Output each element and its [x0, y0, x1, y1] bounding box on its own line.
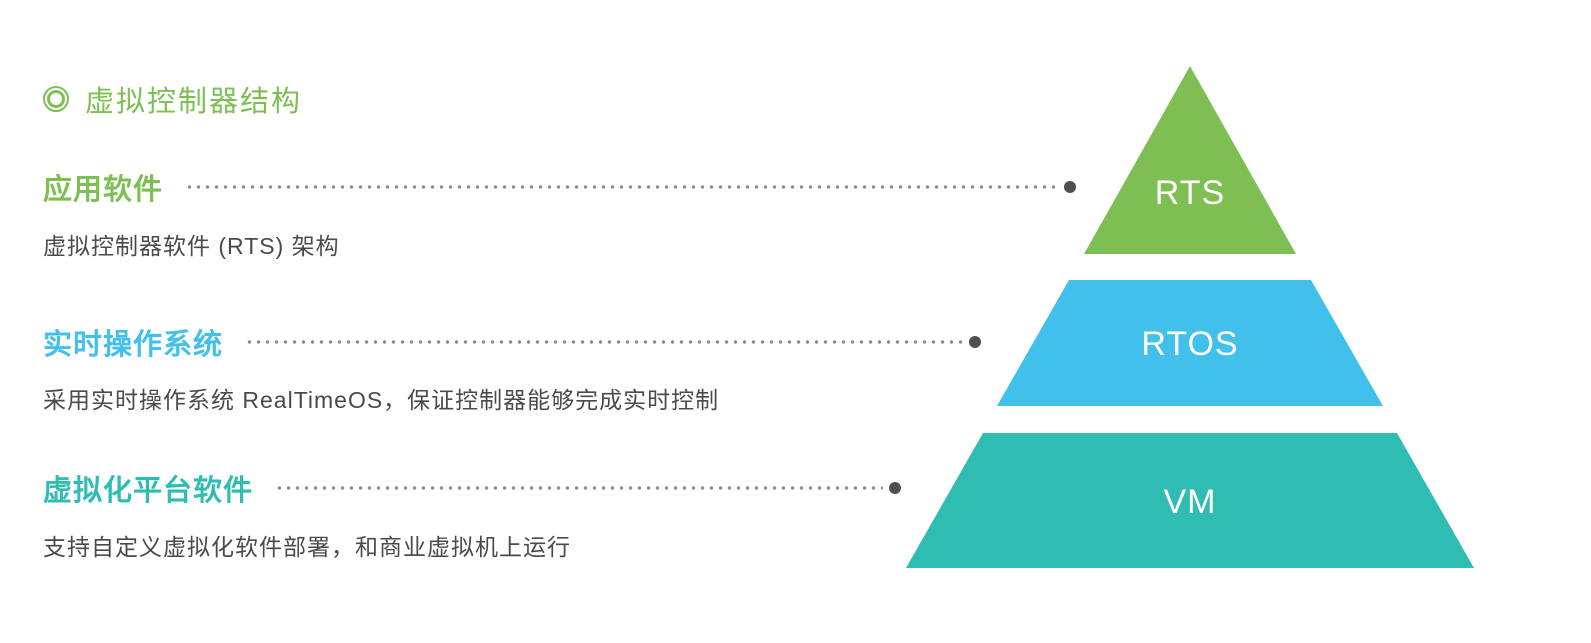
dotted-connector: [275, 486, 883, 490]
pyramid-layer-vm: [906, 433, 1474, 568]
pyramid: RTS RTOS VM: [890, 58, 1490, 578]
pyramid-layer-rtos: [997, 280, 1383, 406]
bullseye-icon: [43, 86, 69, 112]
section-description: 支持自定义虚拟化软件部署，和商业虚拟机上运行: [43, 534, 571, 560]
dotted-connector: [245, 340, 963, 344]
pyramid-layer-rts: [1084, 66, 1296, 254]
section-row-virtualization-platform: 虚拟化平台软件: [43, 467, 901, 509]
pyramid-svg: RTS RTOS VM: [906, 66, 1474, 568]
page-title-block: 虚拟控制器结构: [43, 78, 302, 120]
connector-dot: [1064, 181, 1076, 193]
pyramid-label-rtos: RTOS: [1141, 325, 1238, 363]
section-row-rtos: 实时操作系统: [43, 321, 981, 363]
section-label: 应用软件: [43, 174, 164, 206]
section-description: 采用实时操作系统 RealTimeOS，保证控制器能够完成实时控制: [43, 387, 720, 413]
section-label: 虚拟化平台软件: [43, 475, 254, 507]
pyramid-label-rts: RTS: [1155, 174, 1225, 212]
connector-dot: [969, 336, 981, 348]
dotted-connector: [185, 185, 1058, 189]
section-label: 实时操作系统: [43, 329, 224, 361]
section-row-application-software: 应用软件: [43, 166, 1076, 208]
page-title: 虚拟控制器结构: [85, 86, 303, 118]
connector-dot: [889, 482, 901, 494]
section-description: 虚拟控制器软件 (RTS) 架构: [43, 233, 340, 259]
pyramid-label-vm: VM: [1164, 483, 1217, 521]
